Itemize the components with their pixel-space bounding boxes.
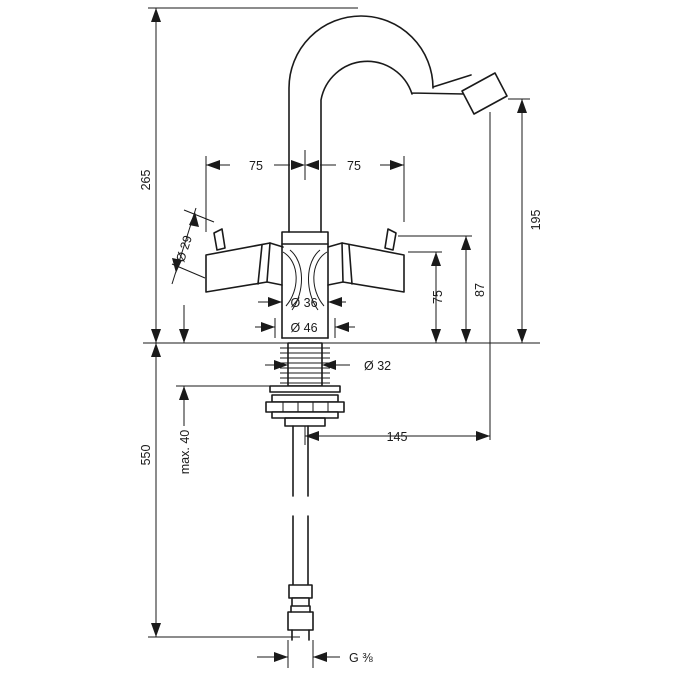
label-height-total: 265	[139, 170, 153, 191]
label-body-upper-diameter: Ø 36	[290, 296, 317, 310]
label-shank-diameter: Ø 32	[364, 359, 391, 373]
label-handle-diameter: Ø 29	[173, 234, 195, 264]
mounting-nut	[265, 385, 345, 427]
label-max-counter-thickness: max. 40	[178, 430, 192, 475]
label-handle-spacing-left: 75	[249, 159, 263, 173]
right-handle	[327, 228, 405, 293]
supply-hose	[287, 425, 314, 641]
label-body-height: 87	[473, 283, 487, 297]
valve-body	[281, 231, 329, 339]
left-handle	[205, 228, 284, 293]
label-connection-thread: G ⅜	[349, 651, 373, 665]
label-handle-height: 75	[431, 290, 445, 304]
spout-outlet	[461, 72, 508, 115]
label-spout-reach: 145	[387, 430, 408, 444]
label-body-base-diameter: Ø 46	[290, 321, 317, 335]
dimension-lines	[148, 7, 530, 668]
label-hose-length: 550	[139, 445, 153, 466]
label-spout-height: 195	[529, 210, 543, 231]
faucet-outline	[205, 15, 508, 641]
label-handle-spacing-right: 75	[347, 159, 361, 173]
spout	[288, 15, 508, 233]
dimension-labels: 265 550 195 145 75 75 87 75 Ø 29 Ø 36 Ø …	[139, 159, 543, 665]
